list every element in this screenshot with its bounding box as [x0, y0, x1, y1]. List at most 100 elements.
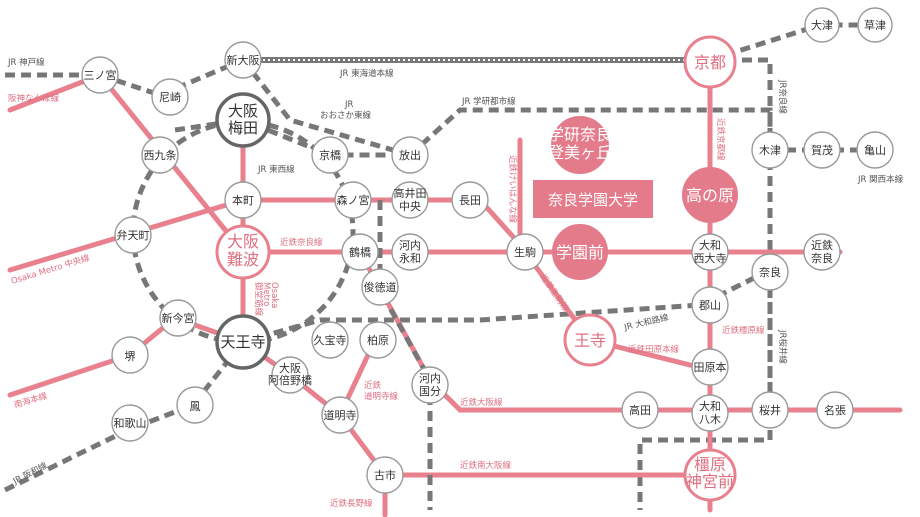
station-osaka-umeda-label-1: 大阪	[228, 102, 258, 120]
label-hanshin-namba: 阪神なんば線	[8, 93, 60, 104]
station-takaida-label-1: 高井田	[394, 186, 427, 200]
station-morinomiya[interactable]: 森ノ宮	[334, 181, 372, 219]
station-shinimamiya[interactable]: 新今宮	[159, 299, 197, 337]
station-kyoto[interactable]: 京都	[683, 35, 737, 89]
station-kawachi-kokubu[interactable]: 河内 国分	[411, 366, 449, 404]
jr-tozai-line	[174, 117, 410, 158]
station-shinimamiya-label: 新今宮	[162, 311, 195, 325]
station-kashihara-label-2: 神宮前	[686, 472, 734, 491]
station-kusatsu-label: 草津	[864, 19, 886, 32]
station-kashiwara[interactable]: 柏原	[359, 321, 397, 359]
station-nagata[interactable]: 長田	[451, 181, 489, 219]
label-kintetsu-keihanna: 近鉄けいはんな線	[507, 155, 518, 224]
station-otori[interactable]: 鳳	[176, 386, 214, 424]
station-nishikujo[interactable]: 西九条	[141, 136, 179, 174]
label-jr-tokaido: JR 東海道本線	[339, 68, 394, 79]
station-kyobashi[interactable]: 京橋	[311, 136, 349, 174]
station-abenobashi-label-2: 阿倍野橋	[268, 373, 312, 387]
station-yamato-yagi[interactable]: 大和 八木	[691, 394, 729, 432]
station-osaka-umeda[interactable]: 大阪 梅田	[215, 92, 271, 148]
station-amagasaki[interactable]: 尼崎	[151, 78, 189, 116]
station-gakuenmae[interactable]: 学園前	[552, 224, 608, 280]
station-tennoji[interactable]: 天王寺	[215, 314, 271, 370]
station-furuichi[interactable]: 古市	[366, 456, 404, 494]
station-yamato-saidaiji[interactable]: 大和 西大寺	[691, 233, 729, 271]
station-kamo[interactable]: 賀茂	[803, 131, 841, 169]
label-midosuji-2: Metro	[261, 282, 271, 306]
station-sannomiya[interactable]: 三ノ宮	[81, 56, 119, 94]
station-sakurai[interactable]: 桜井	[751, 391, 789, 429]
station-honmachi[interactable]: 本町	[224, 181, 262, 219]
station-kintetsu-nara-label-2: 奈良	[811, 251, 833, 265]
station-osaka-abenobashi[interactable]: 大阪 阿倍野橋	[268, 356, 312, 394]
station-oji[interactable]: 王寺	[563, 313, 617, 367]
station-takada-label: 高田	[629, 403, 651, 417]
station-kyuhoji-label: 久宝寺	[314, 333, 347, 347]
station-kusatsu[interactable]: 草津	[857, 7, 893, 43]
station-koriyama[interactable]: 郡山	[691, 286, 729, 324]
station-sakai[interactable]: 堺	[111, 336, 149, 374]
label-kintetsu-kyoto: 近鉄京都線	[715, 118, 726, 161]
station-osaka-namba-label-2: 難波	[227, 250, 259, 269]
label-domyoji-1: 近鉄	[364, 380, 382, 391]
jr-osaka-higashi-south	[377, 200, 433, 510]
station-bentencho-label: 弁天町	[117, 228, 150, 242]
station-honmachi-label: 本町	[232, 193, 254, 207]
jr-hanwa-line	[3, 340, 245, 493]
station-kintetsu-nara[interactable]: 近鉄 奈良	[803, 233, 841, 271]
jr-osaka-higashi-line	[241, 58, 411, 158]
station-yamato-yagi-label-2: 八木	[699, 413, 721, 426]
station-nabari[interactable]: 名張	[816, 391, 854, 429]
label-jr-osaka-higashi-1: JR	[344, 100, 354, 110]
station-shin-osaka-label: 新大阪	[227, 53, 260, 67]
station-takanohara[interactable]: 高の原	[682, 167, 738, 223]
station-otsu[interactable]: 大津	[804, 7, 840, 43]
station-wakayamashi[interactable]: 和歌山	[111, 404, 149, 442]
station-kyoto-label: 京都	[694, 53, 726, 72]
label-kintetsu-minami-osaka: 近鉄南大阪線	[460, 460, 512, 471]
station-tsuruhashi[interactable]: 鶴橋	[341, 233, 379, 271]
station-bentencho[interactable]: 弁天町	[114, 216, 152, 254]
label-midosuji-1: Osaka	[269, 282, 279, 308]
station-gakken-label-1: 学研奈良	[548, 125, 612, 144]
jr-sakurai-line	[637, 270, 773, 510]
station-kameyama[interactable]: 亀山	[856, 131, 894, 169]
station-nara[interactable]: 奈良	[751, 253, 789, 291]
station-takada[interactable]: 高田	[621, 391, 659, 429]
station-kizu[interactable]: 木津	[751, 131, 789, 169]
station-gakken-label-2: 登美ヶ丘	[548, 143, 612, 162]
station-hanaten-label: 放出	[399, 148, 421, 162]
stations: 大津 草津 京都 新大阪 三ノ宮 尼崎 大阪 梅田	[81, 7, 894, 502]
station-gakken-nara-tomigaoka[interactable]: 学研奈良 登美ヶ丘	[548, 116, 612, 174]
station-sakai-label: 堺	[125, 350, 136, 363]
station-yamato-saidaiji-label-1: 大和	[699, 238, 721, 252]
station-tawaramoto[interactable]: 田原本	[691, 348, 729, 386]
station-koriyama-label: 郡山	[699, 299, 721, 312]
station-takaida-label-2: 中央	[399, 200, 421, 213]
station-yamato-yagi-label-1: 大和	[699, 399, 721, 413]
station-nagata-label: 長田	[459, 194, 481, 207]
station-shun-tokumichi[interactable]: 俊徳道	[361, 268, 399, 306]
label-midosuji-3: 御堂筋線	[253, 282, 264, 317]
station-kawachi-eiwa[interactable]: 河内 永和	[391, 233, 429, 271]
station-ikoma[interactable]: 生駒	[506, 233, 544, 271]
station-kashiharajingumae[interactable]: 橿原 神宮前	[683, 448, 737, 502]
label-kintetsu-ikoma: 近鉄生駒線	[538, 272, 572, 314]
label-jr-kobe: JR 神戸線	[7, 57, 45, 68]
nara-gakuen-university-label: 奈良学園大学	[548, 191, 638, 209]
label-kintetsu-osaka: 近鉄大阪線	[460, 397, 503, 408]
nara-gakuen-university-badge[interactable]: 奈良学園大学	[533, 180, 653, 218]
station-kyuhoji[interactable]: 久宝寺	[311, 321, 349, 359]
station-osaka-namba[interactable]: 大阪 難波	[215, 224, 271, 280]
station-shin-osaka[interactable]: 新大阪	[224, 41, 262, 79]
station-hanaten[interactable]: 放出	[391, 136, 429, 174]
station-osaka-namba-label-1: 大阪	[227, 232, 259, 251]
station-tennoji-label: 天王寺	[220, 333, 265, 351]
station-oji-label: 王寺	[574, 331, 606, 350]
station-takaida-chuo[interactable]: 高井田 中央	[391, 181, 429, 219]
station-wakayamashi-label: 和歌山	[114, 416, 147, 430]
station-domyoji[interactable]: 道明寺	[321, 396, 359, 434]
station-yamato-saidaiji-label-2: 西大寺	[694, 251, 727, 265]
station-takanohara-label: 高の原	[686, 186, 734, 205]
